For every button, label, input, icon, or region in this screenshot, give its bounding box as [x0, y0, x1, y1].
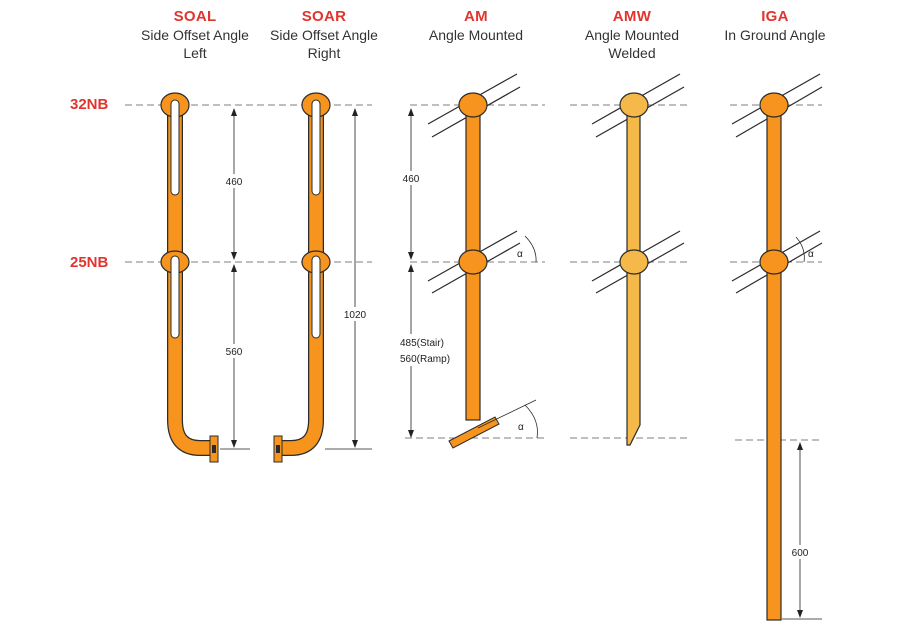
- soal-arrow-2: [231, 252, 237, 260]
- am-arrow-1: [408, 108, 414, 116]
- am-slope-line: [477, 399, 537, 429]
- am-arrow-2: [408, 252, 414, 260]
- soal-slot-upper: [170, 99, 180, 196]
- am-angle-arc-base: [524, 404, 538, 439]
- am-base-plate: [448, 416, 500, 449]
- soar-bolt: [276, 445, 280, 453]
- desc-soar-1: Side Offset Angle: [270, 27, 378, 43]
- heading-amw: AMW Angle Mounted Welded: [557, 8, 707, 62]
- heading-iga: IGA In Ground Angle: [700, 8, 850, 44]
- desc-soal-1: Side Offset Angle: [141, 27, 249, 43]
- soal-arrow-1: [231, 108, 237, 116]
- am-dim-upper-label: 460: [403, 174, 420, 185]
- code-soal: SOAL: [173, 8, 217, 25]
- desc-amw-2: Welded: [608, 45, 656, 61]
- am-stanchion: α α 460 485(Stair) 560(Ramp): [398, 73, 538, 449]
- soal-arrow-4: [231, 440, 237, 448]
- heading-soar: SOAR Side Offset Angle Right: [249, 8, 399, 62]
- soal-dim-upper-bg: [224, 174, 244, 188]
- am-angle-arc-mid: [524, 235, 537, 263]
- heading-am: AM Angle Mounted: [401, 8, 551, 44]
- code-am: AM: [464, 8, 488, 25]
- iga-dim-ground-label: 600: [792, 548, 809, 559]
- am-arrow-3: [408, 264, 414, 272]
- am-socket-32nb: [458, 92, 488, 118]
- soal-stanchion: 460 560: [160, 92, 250, 463]
- soar-dim-bg: [341, 307, 369, 321]
- am-dim-stair-label: 485(Stair): [400, 338, 444, 349]
- size-label-25nb: 25NB: [70, 254, 109, 271]
- soal-pipe: [168, 108, 212, 455]
- soal-dim-lower-label: 560: [226, 347, 243, 358]
- iga-arrow-1: [797, 442, 803, 450]
- iga-socket-32nb: [759, 92, 789, 118]
- desc-iga-1: In Ground Angle: [724, 27, 826, 43]
- code-soar: SOAR: [301, 8, 347, 25]
- am-dim-ramp-label: 560(Ramp): [400, 354, 450, 365]
- code-iga: IGA: [761, 8, 789, 25]
- iga-angle-arc: [795, 236, 805, 263]
- code-amw: AMW: [612, 8, 652, 25]
- iga-socket-25nb: [759, 249, 789, 275]
- soar-pipe: [280, 108, 323, 455]
- amw-stanchion: [591, 73, 685, 446]
- iga-dim-bg: [787, 545, 813, 559]
- size-label-32nb: 32NB: [70, 96, 109, 113]
- am-socket-25nb: [458, 249, 488, 275]
- soar-slot-lower: [311, 255, 321, 339]
- soar-slot-upper: [311, 99, 321, 196]
- soal-bolt: [212, 445, 216, 453]
- soal-dim-lower-bg: [224, 344, 244, 358]
- soal-arrow-3: [231, 264, 237, 272]
- soar-dim-total-label: 1020: [344, 310, 367, 321]
- soal-slot-lower: [170, 255, 180, 339]
- desc-am-1: Angle Mounted: [428, 27, 524, 43]
- am-dim-upper-bg: [398, 171, 424, 185]
- desc-amw-1: Angle Mounted: [584, 27, 680, 43]
- iga-pipe: [766, 107, 782, 621]
- amw-pipe: [626, 107, 641, 446]
- am-angle-symbol-mid: α: [517, 249, 523, 260]
- amw-socket-25nb: [619, 249, 649, 275]
- soar-arrow-1: [352, 108, 358, 116]
- amw-socket-32nb: [619, 92, 649, 118]
- desc-soar-2: Right: [307, 45, 341, 61]
- heading-soal: SOAL Side Offset Angle Left: [120, 8, 270, 62]
- iga-angle-symbol: α: [808, 249, 814, 260]
- soar-arrow-2: [352, 440, 358, 448]
- am-arrow-4: [408, 430, 414, 438]
- am-dim-lower-bg: [398, 334, 454, 366]
- soal-dim-upper-label: 460: [226, 177, 243, 188]
- iga-arrow-2: [797, 610, 803, 618]
- iga-stanchion: α 600: [731, 73, 823, 621]
- desc-soal-2: Left: [183, 45, 207, 61]
- am-angle-symbol-base: α: [518, 422, 524, 433]
- soar-stanchion: 1020: [273, 92, 372, 463]
